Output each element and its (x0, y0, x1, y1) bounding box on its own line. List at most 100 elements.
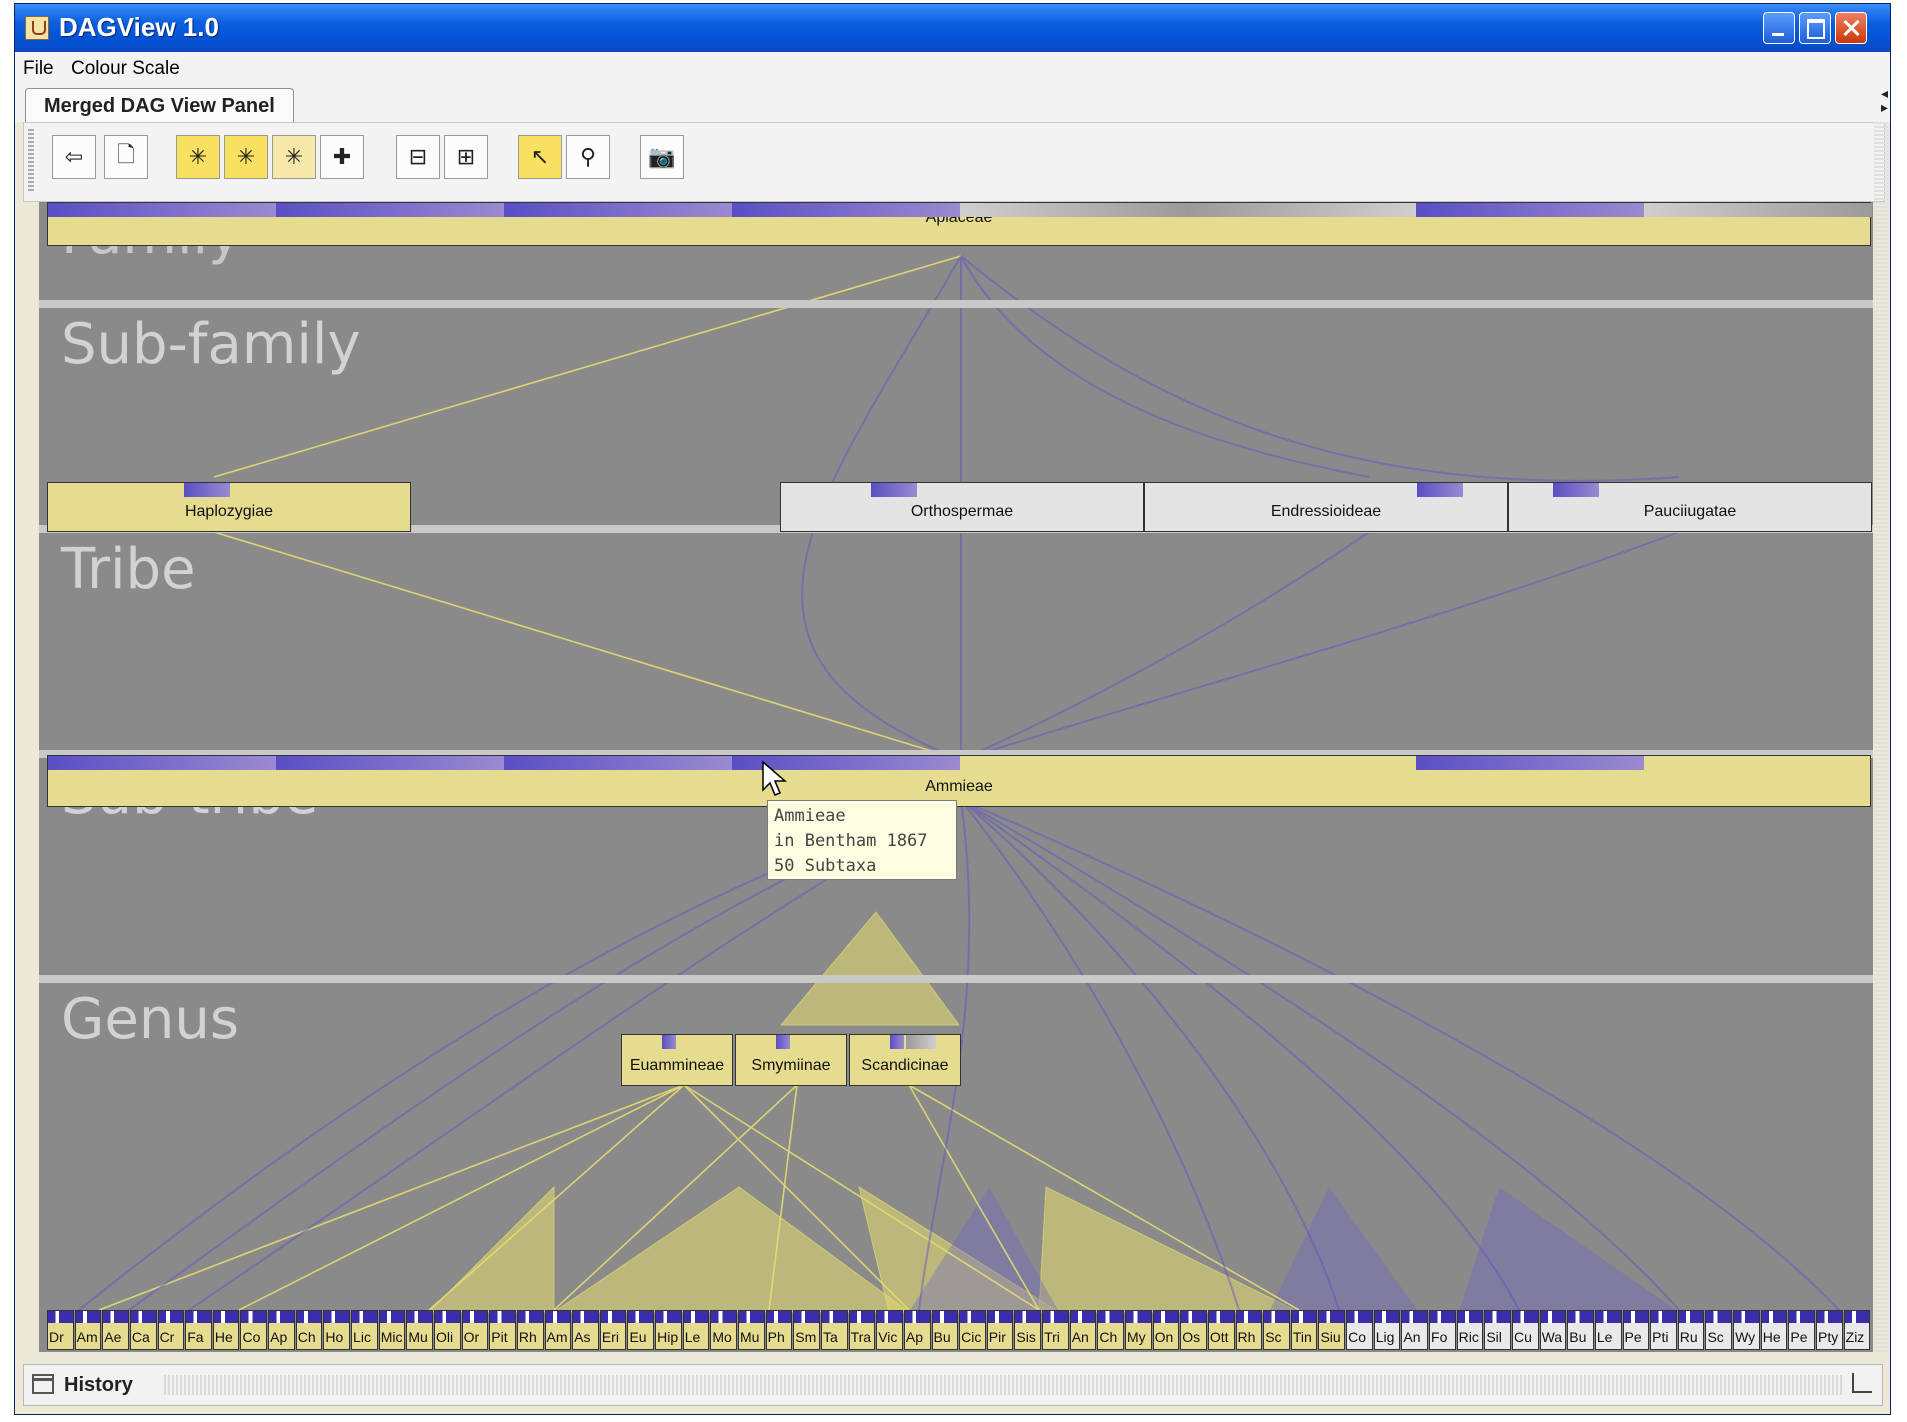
genus-node[interactable]: Or (461, 1310, 489, 1350)
genus-node[interactable]: Sc (1263, 1310, 1290, 1350)
genus-node[interactable]: Ho (323, 1310, 351, 1350)
genus-node[interactable]: Oli (433, 1310, 461, 1350)
genus-node[interactable]: Rh (1235, 1310, 1263, 1350)
genus-node[interactable]: My (1124, 1310, 1152, 1350)
node-smymiinae[interactable]: Smymiinae (735, 1034, 847, 1086)
genus-node[interactable]: Ziz (1843, 1310, 1871, 1350)
layout-button-1[interactable]: ⊟ (396, 135, 440, 179)
node-euammineae[interactable]: Euammineae (621, 1034, 733, 1086)
menu-colour-scale[interactable]: Colour Scale (71, 58, 180, 79)
back-button[interactable]: ⇦ (52, 135, 96, 179)
genus-node[interactable]: He (1760, 1310, 1788, 1350)
genus-node[interactable]: Vic (876, 1310, 903, 1350)
genus-node[interactable]: He (212, 1310, 240, 1350)
side-resize-grip[interactable] (1874, 122, 1888, 1352)
genus-node[interactable]: Pir (986, 1310, 1014, 1350)
genus-node[interactable]: Bu (1567, 1310, 1594, 1350)
genus-node[interactable]: An (1069, 1310, 1097, 1350)
genus-node[interactable]: Tra (848, 1310, 876, 1350)
genus-node[interactable]: Ch (295, 1310, 323, 1350)
genus-node[interactable]: Sc (1705, 1310, 1733, 1350)
genus-node[interactable]: Ph (765, 1310, 793, 1350)
genus-node[interactable]: Pit (489, 1310, 516, 1350)
genus-node[interactable]: Pe (1622, 1310, 1650, 1350)
new-button[interactable]: 🗋 (104, 135, 148, 179)
layout-button-2[interactable]: ⊞ (444, 135, 488, 179)
genus-node[interactable]: Ap (268, 1310, 295, 1350)
minimize-button[interactable] (1763, 12, 1795, 44)
genus-node[interactable]: Ap (903, 1310, 931, 1350)
genus-node[interactable]: Eu (627, 1310, 655, 1350)
genus-node[interactable]: Mo (710, 1310, 738, 1350)
genus-node[interactable]: Dr (47, 1310, 74, 1350)
genus-node[interactable]: Cr (157, 1310, 185, 1350)
close-button[interactable] (1835, 12, 1867, 44)
add-highlight-button[interactable]: ✚ (320, 135, 364, 179)
genus-node[interactable]: Mic (378, 1310, 406, 1350)
genus-node[interactable]: Lic (351, 1310, 378, 1350)
genus-node[interactable]: Lig (1373, 1310, 1401, 1350)
genus-node[interactable]: Fo (1429, 1310, 1456, 1350)
node-apiaceae[interactable]: Apiaceae (47, 202, 1872, 246)
genus-node[interactable]: Sil (1484, 1310, 1511, 1350)
genus-node[interactable]: Ta (820, 1310, 848, 1350)
genus-node[interactable]: Co (1346, 1310, 1373, 1350)
genus-node[interactable]: Ott (1207, 1310, 1235, 1350)
genus-node[interactable]: Mu (406, 1310, 433, 1350)
tab-merged-dag-view[interactable]: Merged DAG View Panel (25, 88, 294, 123)
genus-node[interactable]: On (1152, 1310, 1180, 1350)
node-pauciiugatae[interactable]: Pauciiugatae (1508, 482, 1872, 532)
genus-node[interactable]: Pti (1650, 1310, 1677, 1350)
genus-node[interactable]: As (572, 1310, 599, 1350)
genus-node[interactable]: Ca (129, 1310, 157, 1350)
genus-node[interactable]: Wy (1733, 1310, 1760, 1350)
genus-node[interactable]: Cic (959, 1310, 986, 1350)
genus-node[interactable]: Co (240, 1310, 268, 1350)
highlight-button-1[interactable]: ✳ (176, 135, 220, 179)
genus-node[interactable]: Am (74, 1310, 102, 1350)
genus-node[interactable]: Tin (1290, 1310, 1318, 1350)
node-ammieae[interactable]: Ammieae (47, 755, 1871, 807)
tab-scroll-arrows[interactable]: ◂▸ (1880, 85, 1888, 115)
genus-node[interactable]: Ru (1677, 1310, 1705, 1350)
genus-node[interactable]: Pe (1788, 1310, 1815, 1350)
genus-node[interactable]: Le (1594, 1310, 1622, 1350)
history-label[interactable]: History (64, 1374, 133, 1396)
undock-icon[interactable] (1852, 1373, 1872, 1393)
node-haplozygiae[interactable]: Haplozygiae (47, 482, 411, 532)
snapshot-button[interactable]: 📷 (640, 135, 684, 179)
genus-node[interactable]: Rh (516, 1310, 544, 1350)
genus-node[interactable]: Le (682, 1310, 710, 1350)
toolbar-grip[interactable] (28, 129, 34, 193)
select-tool-button[interactable]: ↖ (518, 135, 562, 179)
highlight-button-2[interactable]: ✳ (224, 135, 268, 179)
genus-node[interactable]: Sis (1014, 1310, 1042, 1350)
maximize-button[interactable] (1799, 12, 1831, 44)
highlight-button-3[interactable]: ✳ (272, 135, 316, 179)
genus-node[interactable]: Wa (1539, 1310, 1567, 1350)
genus-node[interactable]: Ric (1456, 1310, 1484, 1350)
genus-node[interactable]: Mu (738, 1310, 765, 1350)
genus-node[interactable]: Sm (793, 1310, 820, 1350)
genus-node[interactable]: Bu (931, 1310, 959, 1350)
history-drag-handle[interactable] (164, 1375, 1844, 1395)
genus-node[interactable]: Os (1180, 1310, 1207, 1350)
menu-file[interactable]: File (23, 58, 54, 79)
genus-node[interactable]: Cu (1511, 1310, 1539, 1350)
genus-node[interactable]: Pty (1816, 1310, 1843, 1350)
zoom-tool-button[interactable]: ⚲ (566, 135, 610, 179)
genus-node[interactable]: An (1401, 1310, 1429, 1350)
genus-node[interactable]: Hip (655, 1310, 682, 1350)
genus-node[interactable]: Ch (1097, 1310, 1124, 1350)
dag-canvas[interactable]: Family Sub-family Tribe Sub-tribe Genus … (39, 202, 1873, 1352)
node-endressioideae[interactable]: Endressioideae (1144, 482, 1508, 532)
genus-node[interactable]: Tri (1042, 1310, 1069, 1350)
genus-node[interactable]: Ae (102, 1310, 129, 1350)
node-scandicinae[interactable]: Scandicinae (849, 1034, 961, 1086)
genus-node[interactable]: Eri (599, 1310, 627, 1350)
title-bar[interactable]: DAGView 1.0 (15, 4, 1890, 52)
genus-node[interactable]: Siu (1318, 1310, 1346, 1350)
genus-node[interactable]: Fa (185, 1310, 212, 1350)
node-orthospermae[interactable]: Orthospermae (780, 482, 1144, 532)
genus-node[interactable]: Am (544, 1310, 572, 1350)
